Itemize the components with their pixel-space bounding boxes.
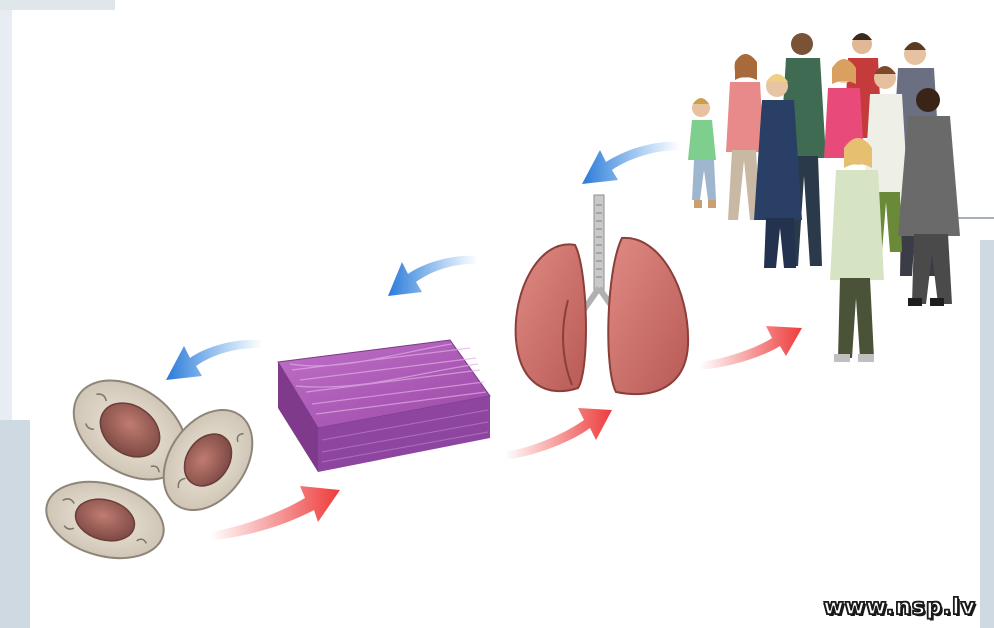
background-panel [0,420,30,628]
cell [38,470,173,571]
arrow-down [166,340,262,380]
background-panel [0,10,12,420]
background-panel [980,240,994,628]
watermark-text: www.nsp.lv [823,595,976,620]
arrow-down [388,256,478,296]
cells-icon [38,360,271,570]
tissue-block-icon [278,340,490,472]
arrow-up [505,408,612,460]
arrow-down [582,142,680,184]
people-group-icon [688,33,960,362]
person [830,138,884,362]
lungs-icon [516,195,688,394]
background-panel [0,0,115,10]
arrow-up [700,326,802,370]
person [688,98,716,208]
